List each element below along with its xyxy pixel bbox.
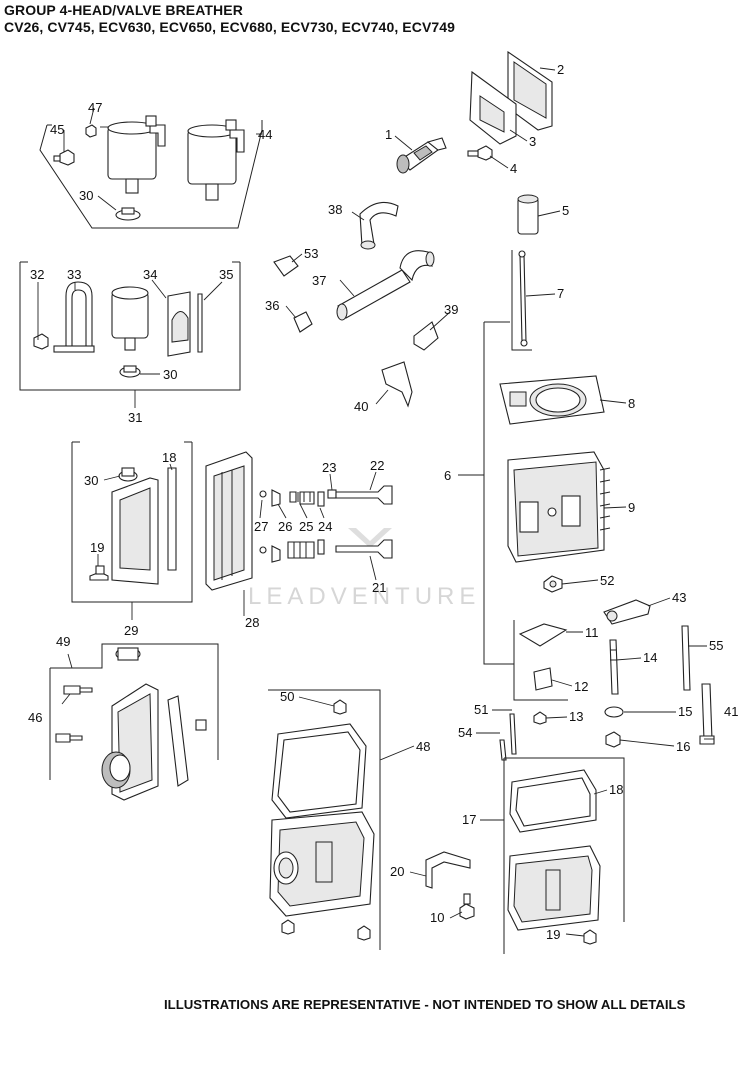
valve-cover-assembly-17 bbox=[503, 757, 625, 954]
part-label-38: 38 bbox=[328, 202, 342, 217]
part-label-32: 32 bbox=[30, 267, 44, 282]
part-labels: 2 3 4 1 5 7 8 9 6 52 43 11 12 55 14 15 4… bbox=[28, 62, 738, 942]
part-label-41: 41 bbox=[724, 704, 738, 719]
part-label-45: 45 bbox=[50, 122, 64, 137]
cylinder-head bbox=[507, 451, 611, 563]
part-label-1: 1 bbox=[385, 127, 392, 142]
valve-cover-assembly-48 bbox=[268, 689, 381, 950]
part-label-35: 35 bbox=[219, 267, 233, 282]
part-label-9: 9 bbox=[628, 500, 635, 515]
head-studs bbox=[604, 625, 715, 748]
part-label-34: 34 bbox=[143, 267, 157, 282]
part-label-18a: 18 bbox=[162, 450, 176, 465]
hose-clamp bbox=[273, 255, 313, 333]
part-label-2: 2 bbox=[557, 62, 564, 77]
breather-valve bbox=[396, 137, 447, 174]
part-label-12: 12 bbox=[574, 679, 588, 694]
part-label-52: 52 bbox=[600, 573, 614, 588]
part-label-40: 40 bbox=[354, 399, 368, 414]
valve-train bbox=[259, 485, 393, 563]
part-label-39: 39 bbox=[444, 302, 458, 317]
cylinder-head-kit-bracket bbox=[483, 322, 514, 665]
cylinder-head-side bbox=[205, 451, 253, 591]
part-label-16: 16 bbox=[676, 739, 690, 754]
leader-lines bbox=[37, 67, 714, 937]
part-label-25: 25 bbox=[299, 519, 313, 534]
part-label-6: 6 bbox=[444, 468, 451, 483]
part-label-18: 18 bbox=[609, 782, 623, 797]
part-label-4: 4 bbox=[510, 161, 517, 176]
watermark: LEADVENTURE bbox=[248, 528, 480, 610]
part-label-22: 22 bbox=[370, 458, 384, 473]
part-label-10: 10 bbox=[430, 910, 444, 925]
part-label-30: 30 bbox=[79, 188, 93, 203]
model-list: CV26, CV745, ECV630, ECV650, ECV680, ECV… bbox=[4, 19, 456, 35]
part-label-14: 14 bbox=[643, 650, 657, 665]
breather-kit-31 bbox=[19, 261, 241, 391]
part-label-46: 46 bbox=[28, 710, 42, 725]
cover-bracket bbox=[425, 851, 475, 920]
part-label-29: 29 bbox=[124, 623, 138, 638]
breather-hose bbox=[336, 201, 435, 321]
part-label-23: 23 bbox=[322, 460, 336, 475]
part-label-55: 55 bbox=[709, 638, 723, 653]
breather-assembly-49 bbox=[49, 643, 219, 801]
part-label-3: 3 bbox=[529, 134, 536, 149]
part-label-8: 8 bbox=[628, 396, 635, 411]
part-label-19a: 19 bbox=[90, 540, 104, 555]
part-label-30b: 30 bbox=[163, 367, 177, 382]
part-label-43: 43 bbox=[672, 590, 686, 605]
part-label-19: 19 bbox=[546, 927, 560, 942]
part-label-54: 54 bbox=[458, 725, 472, 740]
part-label-30c: 30 bbox=[84, 473, 98, 488]
head-gasket bbox=[499, 375, 605, 425]
watermark-text: LEADVENTURE bbox=[248, 583, 480, 610]
rocker-arm bbox=[603, 599, 651, 625]
part-label-17: 17 bbox=[462, 812, 476, 827]
part-label-21: 21 bbox=[372, 580, 386, 595]
part-label-49: 49 bbox=[56, 634, 70, 649]
part-label-47: 47 bbox=[88, 100, 102, 115]
valve-tappet bbox=[517, 194, 539, 235]
small-bolts bbox=[499, 711, 547, 761]
breather-cover-29 bbox=[71, 441, 193, 603]
part-label-7: 7 bbox=[557, 286, 564, 301]
breather-bracket bbox=[381, 321, 439, 408]
part-label-27: 27 bbox=[254, 519, 268, 534]
part-label-26: 26 bbox=[278, 519, 292, 534]
part-label-53: 53 bbox=[304, 246, 318, 261]
part-label-51: 51 bbox=[474, 702, 488, 717]
part-label-33: 33 bbox=[67, 267, 81, 282]
part-label-24: 24 bbox=[318, 519, 332, 534]
breather-assembly-44 bbox=[39, 115, 263, 229]
valve-cover-plate bbox=[467, 50, 553, 161]
part-label-15: 15 bbox=[678, 704, 692, 719]
page-title: GROUP 4-HEAD/VALVE BREATHER bbox=[4, 2, 243, 18]
part-label-50: 50 bbox=[280, 689, 294, 704]
part-label-28: 28 bbox=[245, 615, 259, 630]
part-label-37: 37 bbox=[312, 273, 326, 288]
part-label-20: 20 bbox=[390, 864, 404, 879]
push-rod bbox=[511, 250, 532, 351]
part-label-13: 13 bbox=[569, 709, 583, 724]
part-label-5: 5 bbox=[562, 203, 569, 218]
part-label-48: 48 bbox=[416, 739, 430, 754]
disclaimer-footer: ILLUSTRATIONS ARE REPRESENTATIVE - NOT I… bbox=[164, 997, 686, 1012]
part-label-11: 11 bbox=[585, 625, 599, 640]
part-label-36: 36 bbox=[265, 298, 279, 313]
head-nut bbox=[543, 575, 563, 593]
rocker-pivot bbox=[513, 620, 568, 701]
part-label-31: 31 bbox=[128, 410, 142, 425]
part-label-44: 44 bbox=[258, 127, 272, 142]
